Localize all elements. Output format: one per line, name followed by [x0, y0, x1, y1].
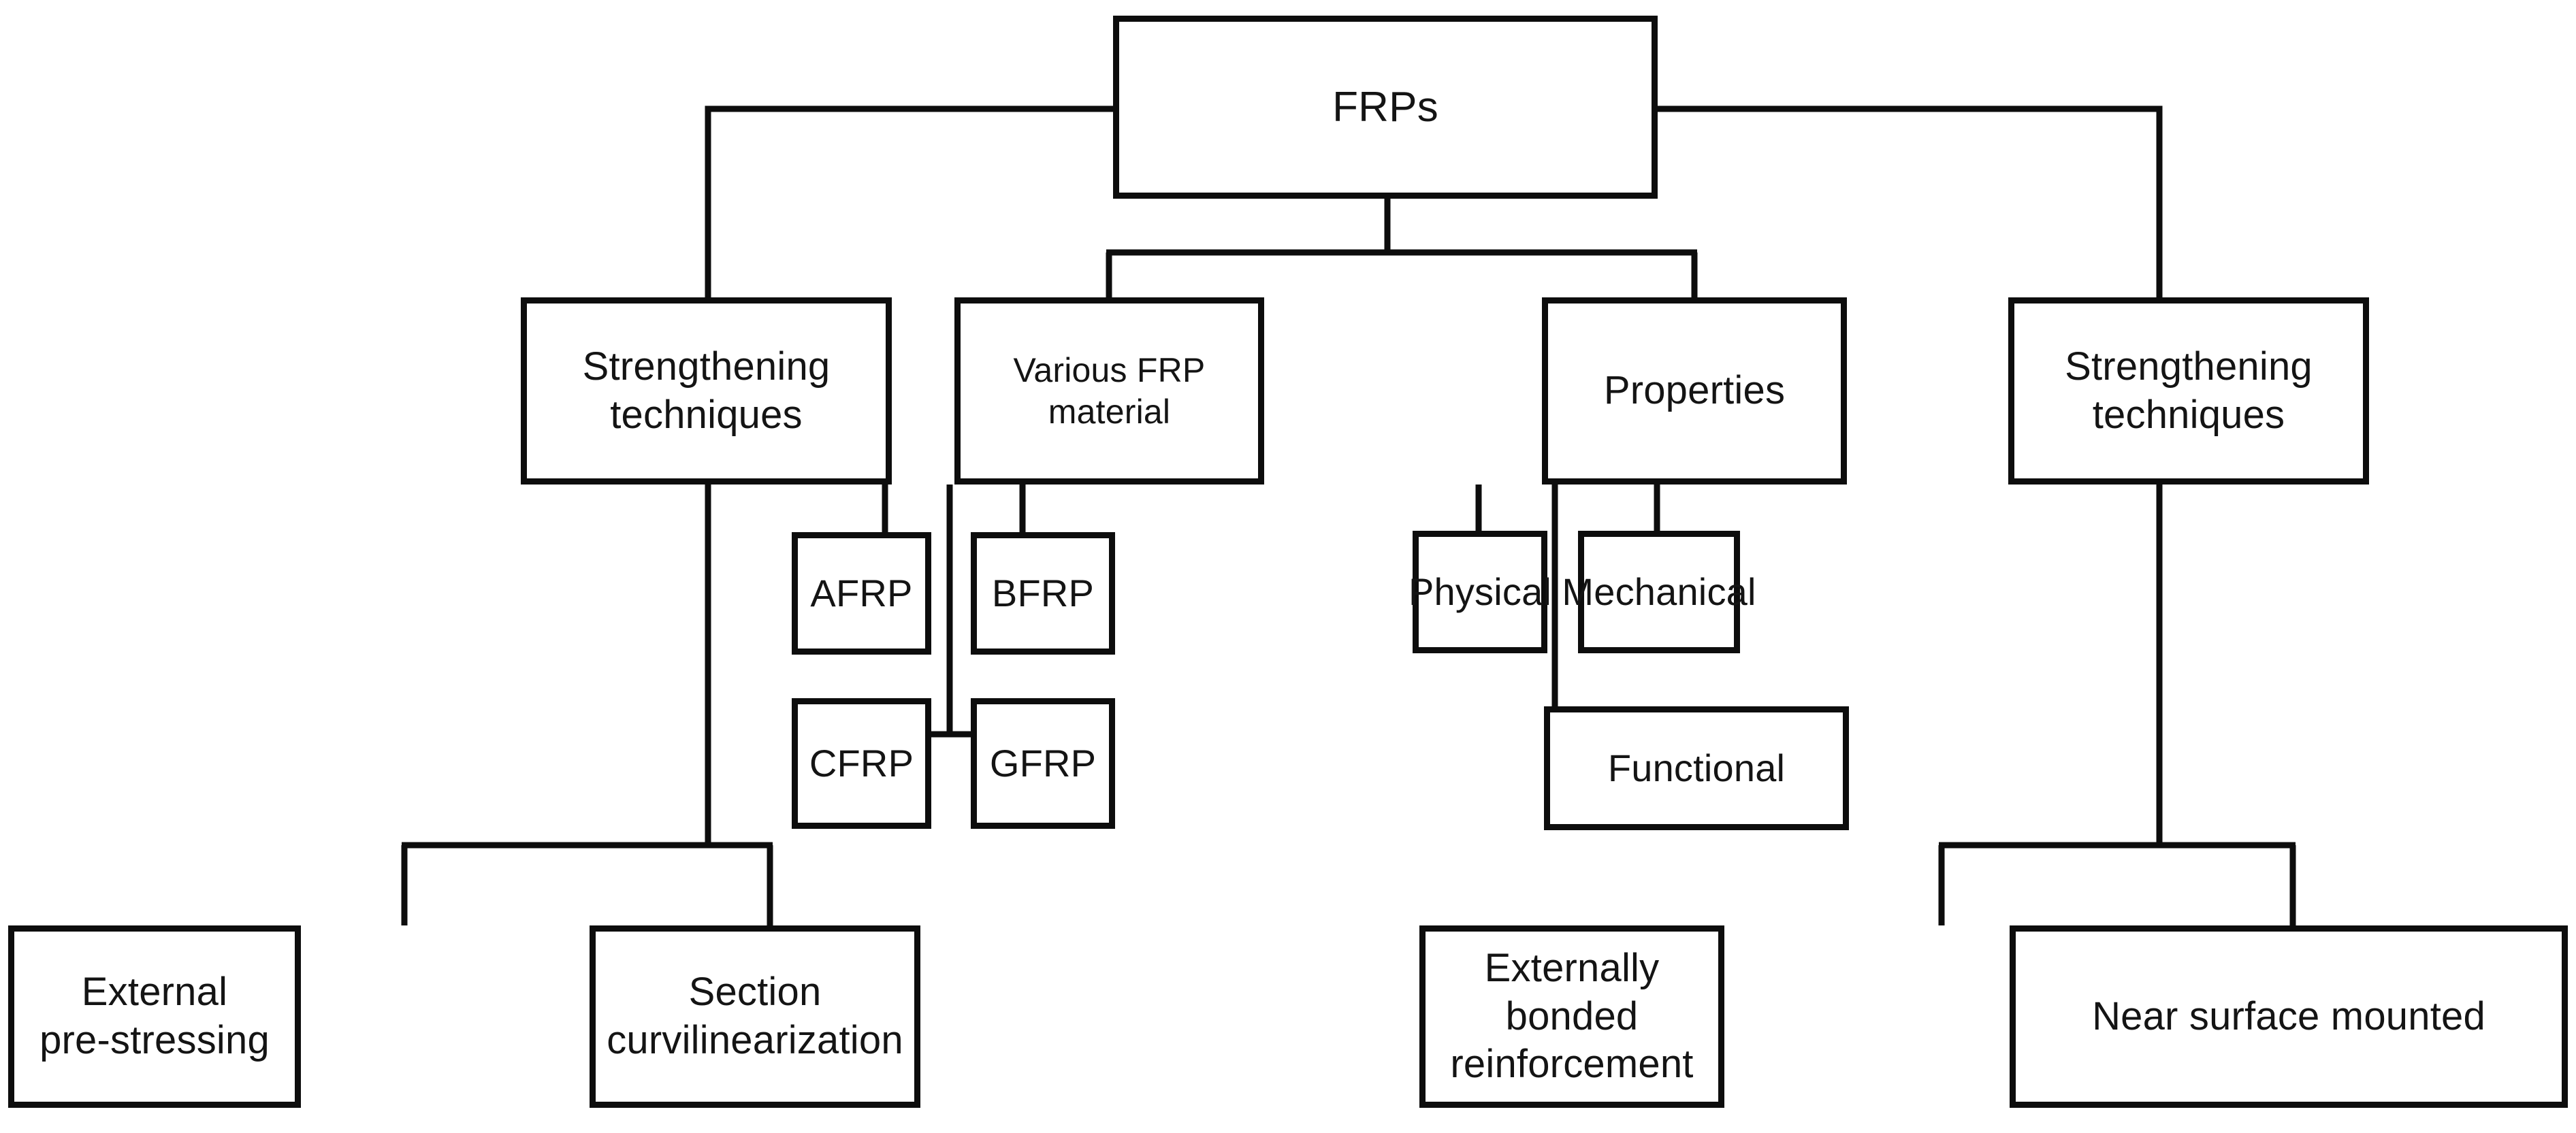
node-strengthening-techniques-right-label: Strengthening techniques: [2065, 344, 2313, 437]
node-physical[interactable]: Physical: [1408, 531, 1551, 653]
node-external-pre-stressing[interactable]: External pre-stressing: [8, 925, 301, 1108]
node-section-curvilinearization[interactable]: Section curvilinearization: [590, 925, 920, 1108]
node-near-surface-mounted-label: Near surface mounted: [2092, 994, 2485, 1038]
node-gfrp[interactable]: GFRP: [971, 698, 1115, 829]
node-properties[interactable]: Properties: [1542, 297, 1847, 485]
node-physical-label: Physical: [1408, 570, 1552, 613]
node-mechanical[interactable]: Mechanical: [1562, 531, 1756, 653]
node-strengthening-techniques-left-label: Strengthening techniques: [582, 344, 831, 437]
edge-root-to-strengthening-right: [1658, 105, 2163, 297]
node-externally-bonded-reinforcement-label: Externally bonded reinforcement: [1450, 945, 1694, 1087]
node-afrp-label: AFRP: [810, 571, 913, 614]
node-functional-label: Functional: [1607, 746, 1786, 789]
node-various-frp-material[interactable]: Various FRP material: [954, 297, 1264, 485]
node-section-curvilinearization-label: Section curvilinearization: [607, 970, 903, 1062]
node-afrp[interactable]: AFRP: [792, 532, 931, 655]
node-bfrp-label: BFRP: [991, 571, 1095, 614]
node-frps[interactable]: FRPs: [1113, 16, 1658, 199]
node-gfrp-label: GFRP: [989, 741, 1097, 785]
node-various-frp-material-label: Various FRP material: [1013, 350, 1206, 431]
node-mechanical-label: Mechanical: [1562, 570, 1756, 613]
node-externally-bonded-reinforcement[interactable]: Externally bonded reinforcement: [1419, 925, 1724, 1108]
node-strengthening-techniques-left[interactable]: Strengthening techniques: [521, 297, 892, 485]
node-functional[interactable]: Functional: [1544, 706, 1849, 830]
edge-root-to-strengthening-left: [705, 105, 1113, 297]
node-strengthening-techniques-right[interactable]: Strengthening techniques: [2008, 297, 2369, 485]
node-properties-label: Properties: [1603, 368, 1786, 413]
node-frps-label: FRPs: [1332, 83, 1438, 131]
node-external-pre-stressing-label: External pre-stressing: [39, 970, 270, 1062]
node-cfrp[interactable]: CFRP: [792, 698, 931, 829]
node-cfrp-label: CFRP: [809, 741, 914, 785]
node-near-surface-mounted[interactable]: Near surface mounted: [2010, 925, 2568, 1108]
node-bfrp[interactable]: BFRP: [971, 532, 1115, 655]
